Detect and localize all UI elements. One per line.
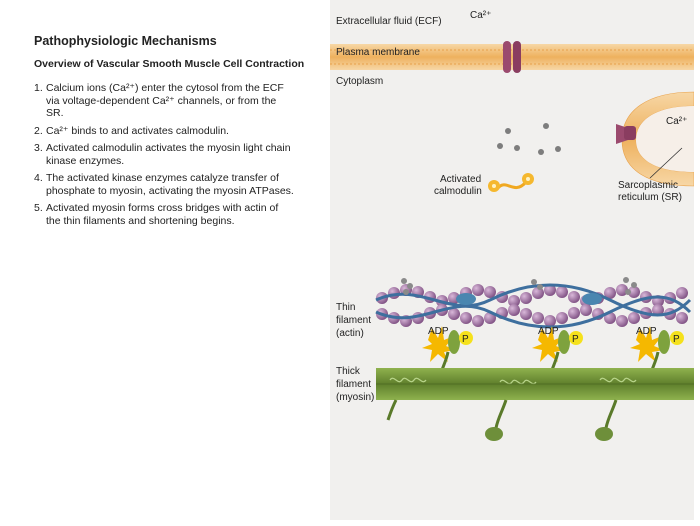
ecf-calcium-label: Ca²⁺ [470, 10, 491, 21]
step-number: 2. [34, 124, 43, 137]
step-text: The activated kinase enzymes catalyze tr… [46, 172, 294, 197]
sr-label-line2: reticulum (SR) [618, 192, 682, 203]
page-subtitle: Overview of Vascular Smooth Muscle Cell … [34, 58, 305, 70]
adp-label: ADP [428, 326, 449, 337]
thin-label-line2: filament [336, 315, 371, 326]
calcium-ion-dots [497, 123, 561, 155]
calcium-channel-icon [503, 41, 521, 73]
cell-diagram: Extracellular fluid (ECF) Ca²⁺ Plasma me… [330, 10, 694, 441]
step-text: Ca²⁺ binds to and activates calmodulin. [46, 124, 229, 137]
step-text: Activated myosin forms cross bridges wit… [46, 202, 279, 227]
adp-label: ADP [636, 326, 657, 337]
ecf-label: Extracellular fluid (ECF) [336, 16, 442, 27]
sr-channel-icon [616, 124, 636, 144]
sr-pointer-line [649, 147, 683, 179]
sarcoplasmic-reticulum [621, 91, 694, 187]
sr-calcium-label: Ca²⁺ [666, 116, 687, 127]
plasma-membrane [330, 44, 694, 70]
step-item: 5.Activated myosin forms cross bridges w… [34, 202, 294, 227]
membrane-label: Plasma membrane [336, 47, 420, 58]
phosphate-label: P [462, 334, 469, 345]
thin-label-line3: (actin) [336, 328, 364, 339]
step-text: Calcium ions (Ca²⁺) enter the cytosol fr… [46, 82, 284, 119]
step-item: 3.Activated calmodulin activates the myo… [34, 142, 294, 167]
step-number: 1. [34, 82, 43, 94]
cytoplasm-label: Cytoplasm [336, 76, 383, 87]
step-number: 5. [34, 202, 43, 214]
step-item: 1.Calcium ions (Ca²⁺) enter the cytosol … [34, 82, 294, 120]
calmodulin-icon [488, 173, 534, 192]
thick-label-line2: filament [336, 379, 371, 390]
step-item: 4.The activated kinase enzymes catalyze … [34, 172, 294, 197]
diagram-panel: Extracellular fluid (ECF) Ca²⁺ Plasma me… [330, 0, 694, 520]
thick-label-line3: (myosin) [336, 392, 374, 403]
step-item: 2.Ca²⁺ binds to and activates calmodulin… [34, 125, 294, 138]
adp-label: ADP [538, 326, 559, 337]
thin-label-line1: Thin [336, 302, 355, 313]
page-title: Pathophysiologic Mechanisms [34, 34, 217, 48]
cross-bridge-1 [422, 326, 473, 377]
step-number: 4. [34, 172, 43, 184]
thick-filament-myosin [376, 368, 694, 441]
step-number: 3. [34, 142, 43, 154]
calmodulin-label-line2: calmodulin [434, 186, 482, 197]
text-column: Pathophysiologic Mechanisms Overview of … [0, 0, 330, 526]
steps-list: 1.Calcium ions (Ca²⁺) enter the cytosol … [34, 82, 294, 232]
thin-filament-actin [375, 277, 692, 329]
sr-label-line1: Sarcoplasmic [618, 180, 678, 191]
calmodulin-label-line1: Activated [440, 174, 481, 185]
thick-label-line1: Thick [336, 366, 361, 377]
cross-bridge-2 [532, 326, 583, 377]
phosphate-label: P [572, 334, 579, 345]
step-text: Activated calmodulin activates the myosi… [46, 142, 291, 167]
phosphate-label: P [673, 334, 680, 345]
